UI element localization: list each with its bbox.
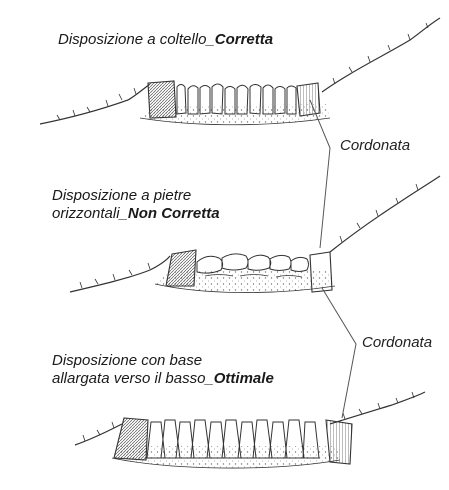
caption-widened-base: Disposizione con baseallargata verso il … (52, 352, 274, 388)
section-3-drawing (75, 392, 425, 468)
caption-2-line1: Disposizione a pietre (52, 187, 220, 205)
curb-label-2: Cordonata (362, 334, 432, 351)
caption-3-text: allargata verso il basso_ (52, 370, 214, 387)
caption-3-line1: Disposizione con base (52, 352, 274, 370)
caption-1-text: Disposizione a coltello_ (58, 31, 215, 48)
caption-knife-arrangement: Disposizione a coltello_Corretta (58, 31, 273, 49)
caption-3-verdict: Ottimale (214, 370, 274, 387)
curb-label-1: Cordonata (340, 137, 410, 154)
caption-2-verdict: Non Corretta (128, 205, 220, 222)
caption-horizontal-stones: Disposizione a pietreorizzontali_Non Cor… (52, 187, 220, 223)
caption-1-verdict: Corretta (215, 31, 273, 48)
caption-2-text: orizzontali_ (52, 205, 128, 222)
